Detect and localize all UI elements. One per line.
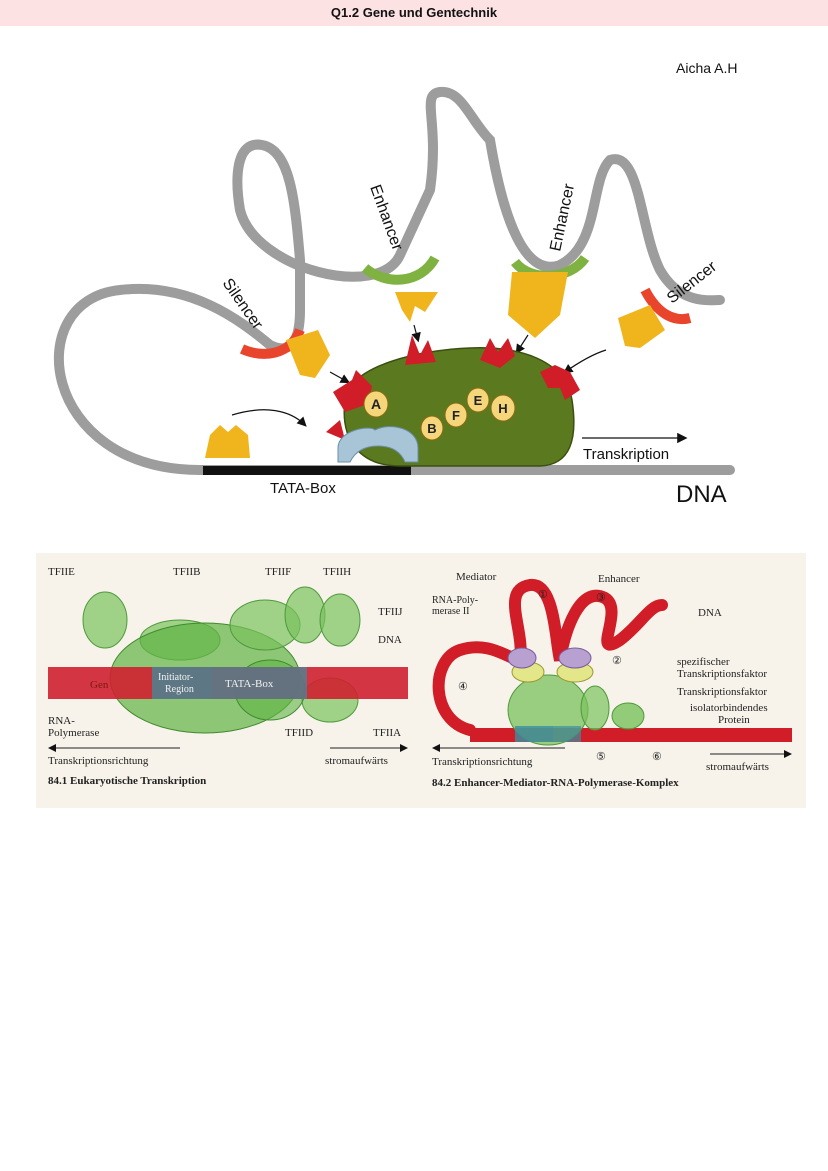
caption-left: 84.1 Eukaryotische Transkription xyxy=(48,775,206,787)
label-tf2f: TFIIF xyxy=(265,566,291,578)
mediator-spike-3 xyxy=(480,338,515,368)
label-tf2h: TFIIH xyxy=(323,566,351,578)
blob-side-right xyxy=(580,685,610,731)
svg-text:B: B xyxy=(427,421,436,436)
factor-h: H xyxy=(490,394,516,422)
label-iso-1: isolatorbindendes xyxy=(690,702,768,714)
silencer-left-segment xyxy=(239,327,305,359)
initiator-box-right xyxy=(515,726,553,742)
tbp-free xyxy=(205,425,250,458)
mediator-spike-1 xyxy=(333,370,372,412)
repressor-left xyxy=(286,330,330,378)
label-tf2e: TFIIE xyxy=(48,566,75,578)
label-initiator-2: Region xyxy=(165,684,194,695)
repressor-right xyxy=(618,305,665,348)
blob-tf2j xyxy=(319,593,361,647)
label-upstream-left: stromaufwärts xyxy=(325,755,388,767)
activator-left xyxy=(395,292,438,322)
label-rna-right-2: merase II xyxy=(432,606,469,617)
number-6: ⑥ xyxy=(652,751,662,763)
label-tf2b: TFIIB xyxy=(173,566,201,578)
blob-tf2h xyxy=(284,586,326,644)
label-transkription: Transkription xyxy=(583,446,669,463)
arrow-activator-left xyxy=(411,324,421,343)
svg-text:H: H xyxy=(498,401,507,416)
number-1: ① xyxy=(538,589,548,601)
label-direction-right: Transkriptionsrichtung xyxy=(432,756,533,768)
label-tf2a: TFIIA xyxy=(373,727,401,739)
dna-loop-right xyxy=(432,579,668,736)
number-3: ③ xyxy=(596,592,606,604)
initiator-region-box xyxy=(152,667,212,699)
blob-mediator-1 xyxy=(507,647,537,669)
silencer-right-segment xyxy=(640,287,692,324)
label-upstream-right: stromaufwärts xyxy=(706,761,769,773)
mediator-spike-5 xyxy=(326,420,345,440)
mediator-spike-2 xyxy=(405,335,436,365)
label-rna-right-1: RNA-Poly- xyxy=(432,595,478,606)
label-tf-right: Transkriptionsfaktor xyxy=(677,686,767,698)
blob-isolator xyxy=(611,702,645,730)
author-name: Aicha A.H xyxy=(676,60,738,76)
label-tata-left: TATA-Box xyxy=(225,678,274,690)
mediator-spike-4 xyxy=(540,365,580,400)
label-rna-2: Polymerase xyxy=(48,727,99,739)
figure2-right: Mediator Enhancer RNA-Poly- merase II DN… xyxy=(432,571,792,789)
blob-tf2e xyxy=(82,591,128,649)
label-initiator-1: Initiator- xyxy=(158,672,193,683)
label-mediator: Mediator xyxy=(456,571,497,583)
label-dna-left: DNA xyxy=(378,634,402,646)
label-dna-right: DNA xyxy=(698,607,722,619)
number-4: ④ xyxy=(458,681,468,693)
label-spez-1: spezifischer xyxy=(677,656,730,668)
label-direction-left: Transkriptionsrichtung xyxy=(48,755,149,767)
label-iso-2: Protein xyxy=(718,714,750,726)
label-enhancer-fig2: Enhancer xyxy=(598,573,640,585)
svg-text:A: A xyxy=(371,396,381,412)
arrow-repressor-right xyxy=(563,349,607,374)
caption-right: 84.2 Enhancer-Mediator-RNA-Polymerase-Ko… xyxy=(432,777,679,789)
label-spez-2: Transkriptionsfaktor xyxy=(677,668,767,680)
factor-a: A xyxy=(363,390,389,418)
svg-text:E: E xyxy=(474,393,483,408)
factor-f: F xyxy=(444,402,468,428)
label-enhancer-left: Enhancer xyxy=(366,183,406,254)
enhancer-left-segment xyxy=(361,255,440,285)
tbp-bound xyxy=(337,426,419,463)
label-rna-1: RNA- xyxy=(48,715,75,727)
label-enhancer-right: Enhancer xyxy=(547,182,578,253)
label-gen: Gen xyxy=(90,679,109,691)
svg-text:F: F xyxy=(452,408,460,423)
arrow-left-protein xyxy=(231,409,307,427)
label-dna: DNA xyxy=(676,481,727,508)
label-tf2d: TFIID xyxy=(285,727,313,739)
factor-b: B xyxy=(420,415,444,441)
figure2-left: TFIIE TFIIB TFIIF TFIIH TFIIJ DNA Gen In… xyxy=(48,566,408,787)
tata-box-bar xyxy=(203,466,411,475)
factor-e: E xyxy=(466,387,490,413)
number-5: ⑤ xyxy=(596,751,606,763)
arrow-activator-right xyxy=(515,334,529,355)
activator-right xyxy=(508,272,568,338)
tata-box-right xyxy=(553,726,581,742)
label-tata-box: TATA-Box xyxy=(270,480,336,497)
tata-box-box xyxy=(212,667,307,699)
page-header: Q1.2 Gene und Gentechnik xyxy=(0,0,828,26)
blob-mediator-2 xyxy=(558,647,592,669)
arrow-repressor-left xyxy=(329,371,351,384)
number-2: ② xyxy=(612,655,622,667)
dna-strand xyxy=(54,87,735,475)
label-tf2j: TFIIJ xyxy=(378,606,403,618)
